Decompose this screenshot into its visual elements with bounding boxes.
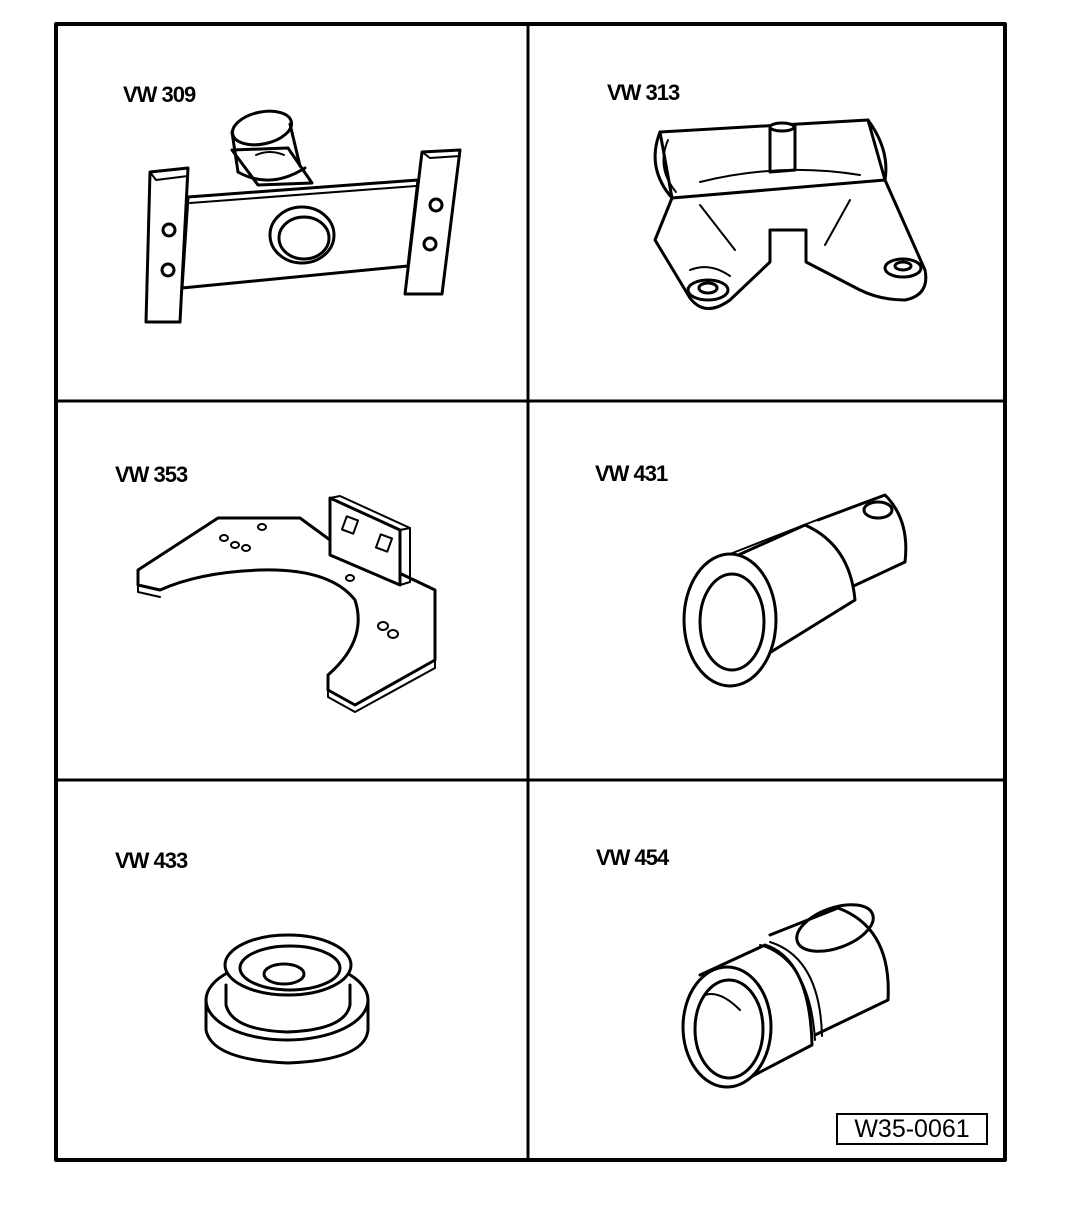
vw454-sleeve-drawing — [681, 903, 890, 1089]
vw309-bracket-drawing — [144, 109, 462, 324]
vw313-fixture-drawing — [653, 118, 928, 310]
vw353-plate-drawing — [136, 495, 437, 713]
vw313-label: VW 313 — [607, 80, 680, 105]
vw431-label: VW 431 — [595, 461, 668, 486]
vw431-sleeve-drawing — [682, 493, 908, 688]
vw353-label: VW 353 — [115, 462, 188, 487]
grid-frame — [54, 22, 1007, 1162]
figure-reference-box: W35-0061 — [836, 1113, 988, 1145]
vw433-disc-drawing — [204, 933, 370, 1065]
vw309-label: VW 309 — [123, 82, 196, 107]
vw433-label: VW 433 — [115, 848, 188, 873]
vw454-label: VW 454 — [596, 845, 669, 870]
